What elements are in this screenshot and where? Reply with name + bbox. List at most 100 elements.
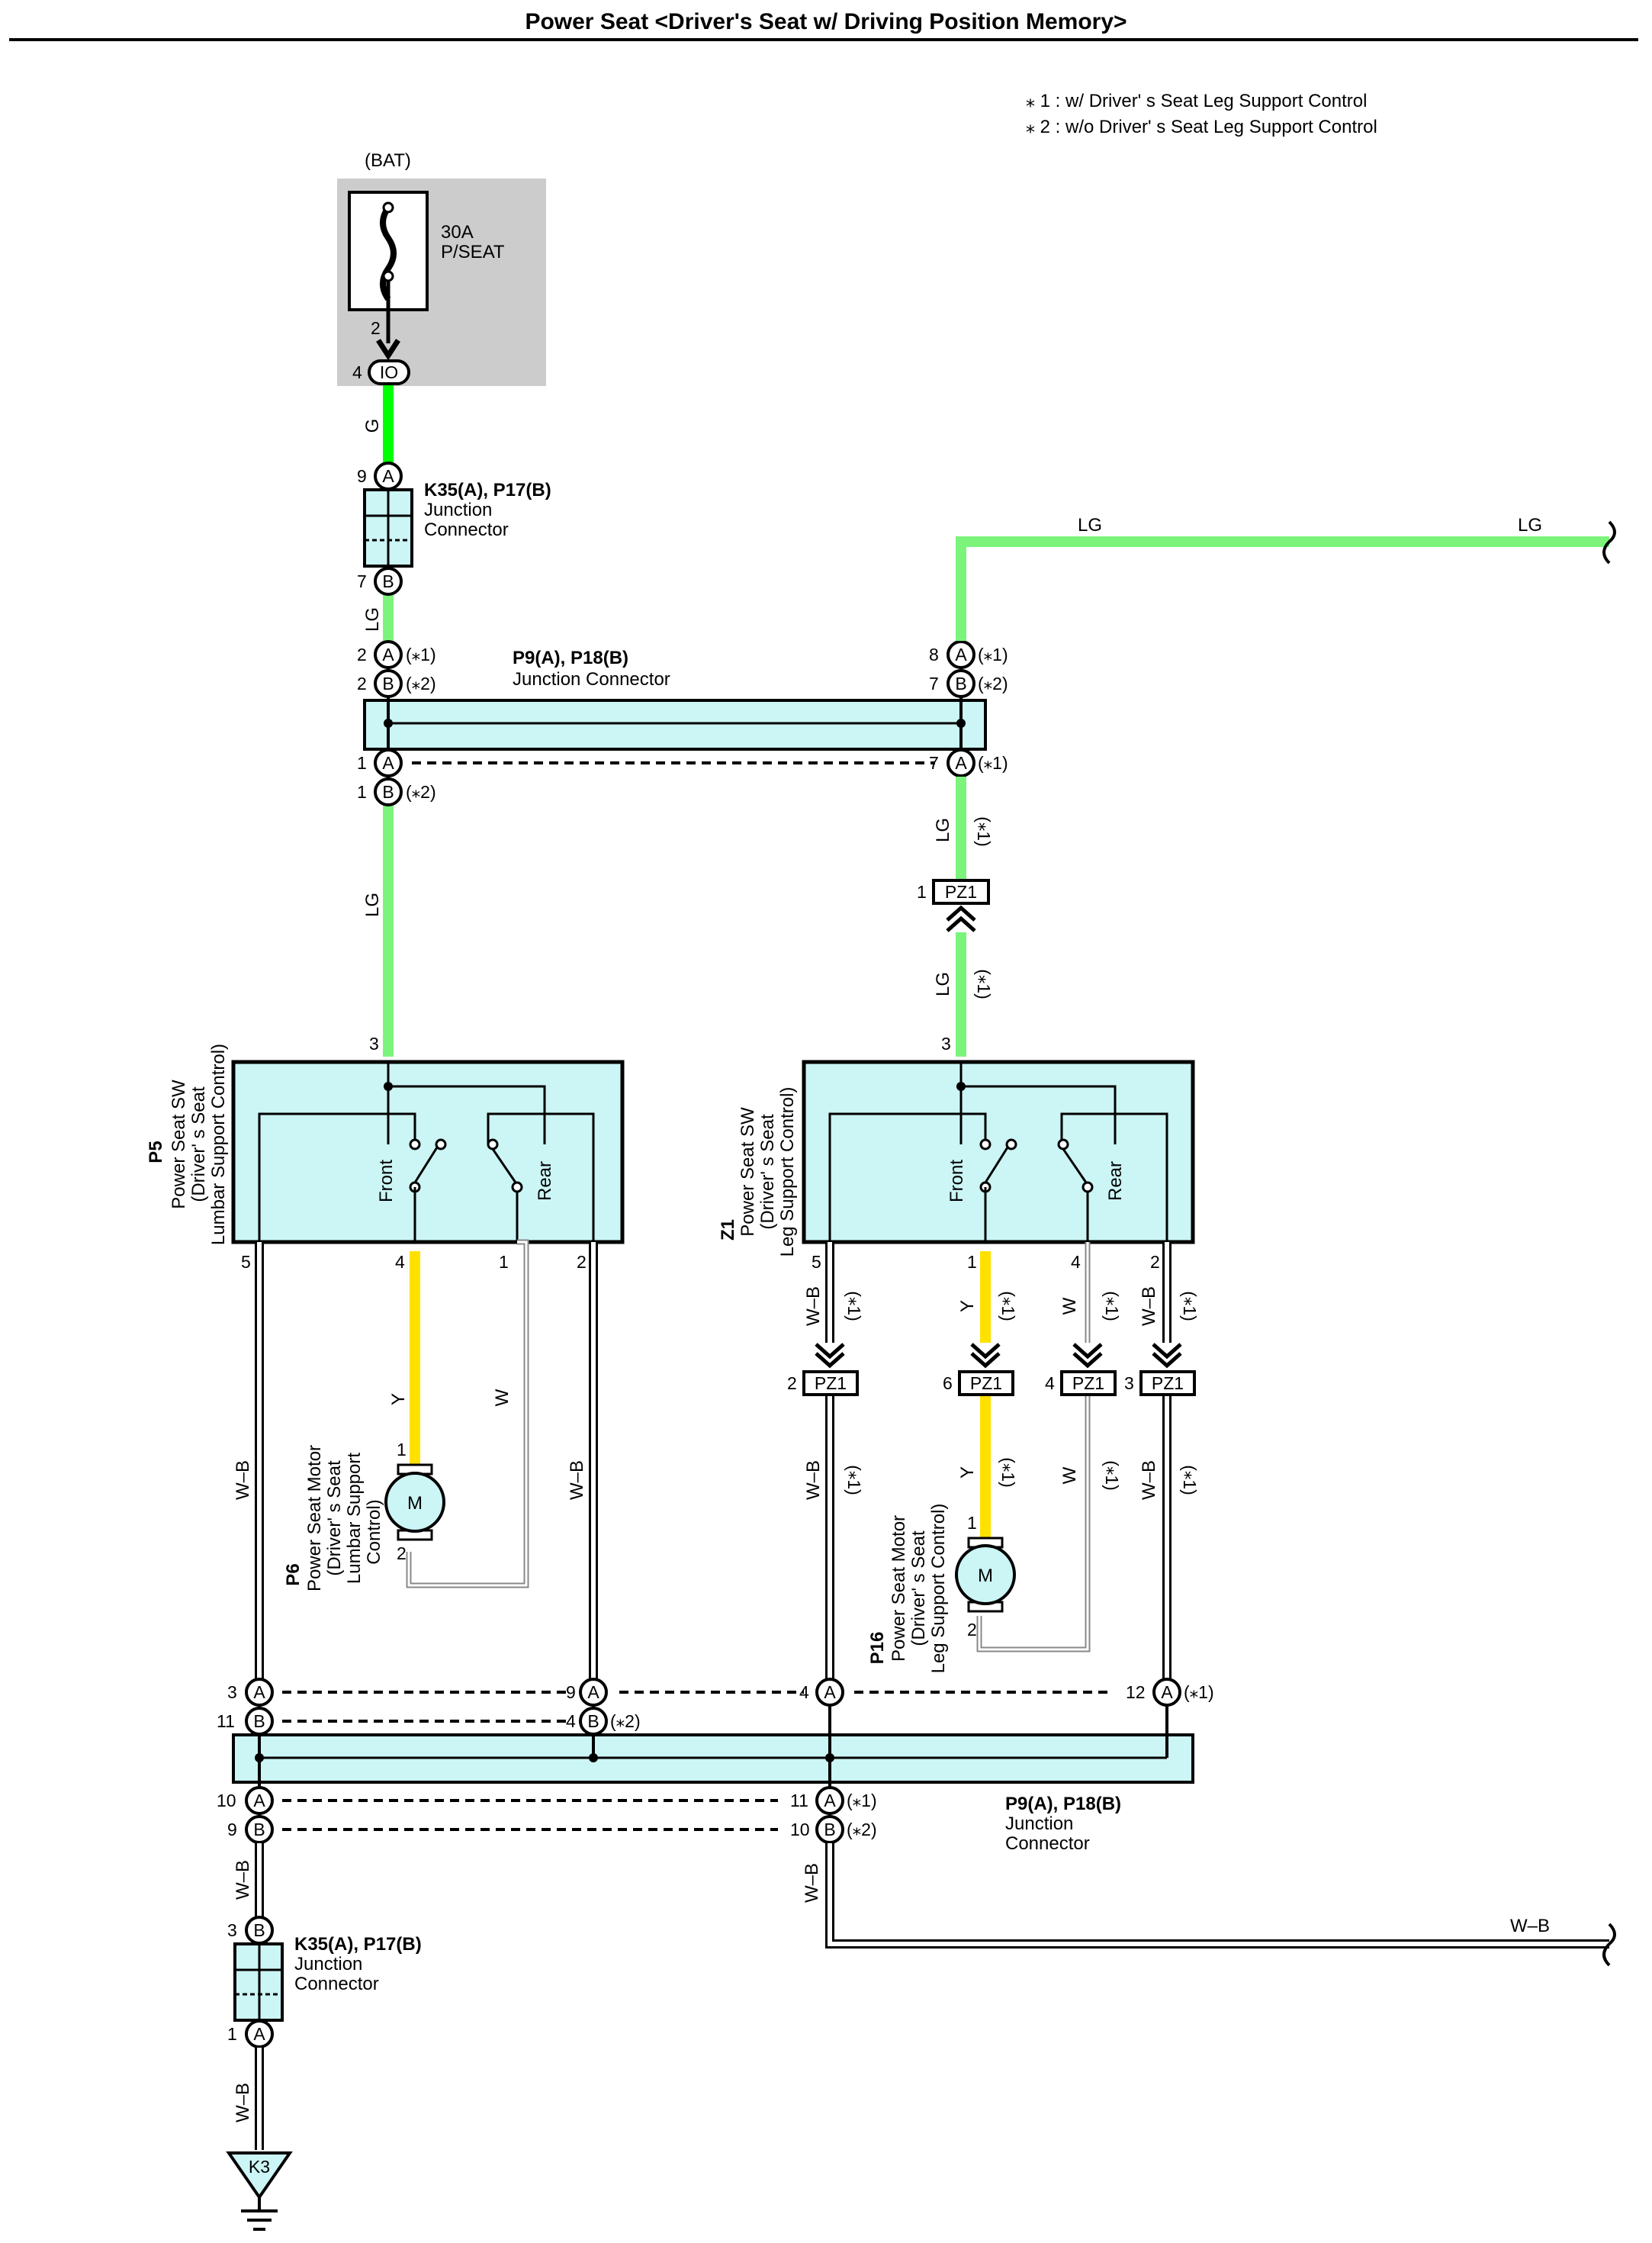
svg-text:1: 1: [397, 1440, 407, 1459]
svg-text:3: 3: [941, 1034, 951, 1054]
svg-text:8: 8: [929, 645, 939, 665]
svg-text:(⁎1): (⁎1): [847, 1791, 877, 1810]
fuse-amp: 30A: [441, 222, 474, 243]
svg-text:7: 7: [929, 674, 939, 693]
svg-text:(⁎2): (⁎2): [406, 782, 436, 802]
svg-text:2: 2: [1150, 1252, 1160, 1272]
svg-text:PZ1: PZ1: [815, 1373, 847, 1393]
svg-text:W–B: W–B: [1139, 1460, 1159, 1500]
switch-contact-icon: [1062, 1148, 1088, 1183]
svg-text:(⁎2): (⁎2): [847, 1820, 877, 1839]
motor-icon: [955, 1544, 1016, 1605]
jb-top-id: P9(A), P18(B): [513, 648, 628, 668]
svg-text:2: 2: [787, 1373, 797, 1393]
svg-text:(⁎2): (⁎2): [610, 1711, 641, 1731]
power-seat-sw-lumbar: [231, 1060, 625, 1244]
svg-text:(Driver' s Seat: (Driver' s Seat: [908, 1530, 929, 1646]
svg-text:LG: LG: [1078, 515, 1102, 536]
svg-text:10: 10: [790, 1820, 810, 1839]
fuse-pin-out: 4: [352, 362, 362, 382]
svg-text:Junction: Junction: [294, 1954, 362, 1974]
svg-text:LG: LG: [933, 972, 953, 996]
svg-text:(Driver' s Seat: (Driver' s Seat: [757, 1114, 778, 1230]
svg-text:(⁎1): (⁎1): [1180, 1465, 1200, 1495]
continuation-icon: [1602, 1923, 1616, 1967]
ground-icon: [226, 2151, 293, 2200]
svg-text:(Driver' s Seat: (Driver' s Seat: [324, 1460, 345, 1576]
svg-text:A: A: [1161, 1682, 1173, 1702]
jc-top-line2: Connector: [424, 520, 509, 540]
svg-text:9: 9: [227, 1820, 237, 1839]
fuse-source: (BAT): [365, 150, 411, 171]
wire-w: [407, 1241, 528, 1587]
sw-lumbar-id: P5: [146, 1141, 166, 1163]
svg-text:(⁎1): (⁎1): [1184, 1682, 1214, 1702]
svg-text:B: B: [253, 1820, 265, 1839]
svg-text:Y: Y: [388, 1393, 409, 1405]
svg-text:10: 10: [217, 1791, 236, 1810]
pz1-connector: [932, 879, 990, 905]
svg-text:A: A: [253, 1682, 265, 1702]
svg-text:4: 4: [1045, 1373, 1055, 1393]
svg-text:2: 2: [357, 645, 367, 665]
svg-text:M: M: [978, 1566, 993, 1586]
svg-text:A: A: [382, 753, 394, 773]
svg-text:1: 1: [357, 782, 367, 802]
svg-text:A: A: [253, 2024, 265, 2044]
svg-text:W: W: [1059, 1466, 1080, 1484]
svg-text:7: 7: [929, 753, 939, 773]
fuse-element-icon: [380, 205, 397, 301]
svg-text:W–B: W–B: [567, 1460, 587, 1500]
note-star1: ⁎ 1 : w/ Driver' s Seat Leg Support Cont…: [1026, 91, 1367, 111]
svg-text:B: B: [253, 1711, 265, 1731]
svg-text:1: 1: [357, 753, 367, 773]
svg-text:Connector: Connector: [1005, 1833, 1090, 1854]
ground-label: K3: [249, 2157, 270, 2177]
svg-text:Front: Front: [947, 1160, 967, 1202]
svg-text:1: 1: [227, 2024, 237, 2044]
svg-text:W–B: W–B: [802, 1863, 822, 1903]
svg-text:W–B: W–B: [233, 1460, 253, 1500]
wire-label-g: G: [362, 419, 383, 433]
svg-text:B: B: [382, 782, 394, 802]
svg-text:Power Seat Motor: Power Seat Motor: [304, 1445, 325, 1591]
svg-text:9: 9: [357, 466, 367, 486]
jc-top-line1: Junction: [424, 500, 492, 520]
svg-text:(⁎2): (⁎2): [406, 674, 436, 693]
wire-label-lg: LG: [362, 607, 383, 632]
motor-icon: [384, 1472, 445, 1533]
motor-lumbar-id: P6: [283, 1563, 304, 1585]
jb-top-name: Junction Connector: [513, 669, 670, 690]
svg-text:4: 4: [395, 1252, 405, 1272]
svg-text:A: A: [382, 645, 394, 665]
continuation-icon: [1602, 520, 1616, 565]
io-connector-label: IO: [380, 362, 398, 382]
svg-text:B: B: [824, 1820, 835, 1839]
svg-text:Lumbar Support: Lumbar Support: [344, 1453, 365, 1584]
svg-text:7: 7: [357, 571, 367, 591]
svg-text:Power Seat SW: Power Seat SW: [738, 1107, 758, 1237]
svg-text:Leg Support Control): Leg Support Control): [777, 1087, 798, 1257]
svg-text:Lumbar Support Control): Lumbar Support Control): [208, 1044, 229, 1245]
svg-text:Power Seat Motor: Power Seat Motor: [889, 1515, 909, 1662]
svg-text:A: A: [955, 645, 967, 665]
svg-text:6: 6: [943, 1373, 953, 1393]
svg-text:PZ1: PZ1: [970, 1373, 1002, 1393]
svg-text:(⁎1): (⁎1): [978, 753, 1008, 773]
svg-text:(⁎1): (⁎1): [978, 645, 1008, 665]
svg-text:Y: Y: [957, 1300, 978, 1312]
switch-contact-icon: [984, 1141, 1013, 1183]
pin-circle: [374, 462, 403, 491]
svg-text:W: W: [1059, 1297, 1080, 1315]
svg-text:M: M: [407, 1493, 423, 1514]
jb-bottom-id: P9(A), P18(B): [1005, 1794, 1121, 1814]
svg-text:Front: Front: [376, 1160, 397, 1202]
svg-text:W–B: W–B: [233, 1860, 253, 1900]
fuse-terminal-icon: [382, 201, 394, 214]
svg-text:LG: LG: [1518, 515, 1542, 536]
svg-text:Rear: Rear: [535, 1161, 555, 1201]
svg-text:12: 12: [1126, 1682, 1146, 1702]
svg-text:W–B: W–B: [1510, 1916, 1550, 1936]
svg-text:Leg Support Control): Leg Support Control): [928, 1504, 949, 1674]
svg-text:Control): Control): [364, 1499, 384, 1564]
